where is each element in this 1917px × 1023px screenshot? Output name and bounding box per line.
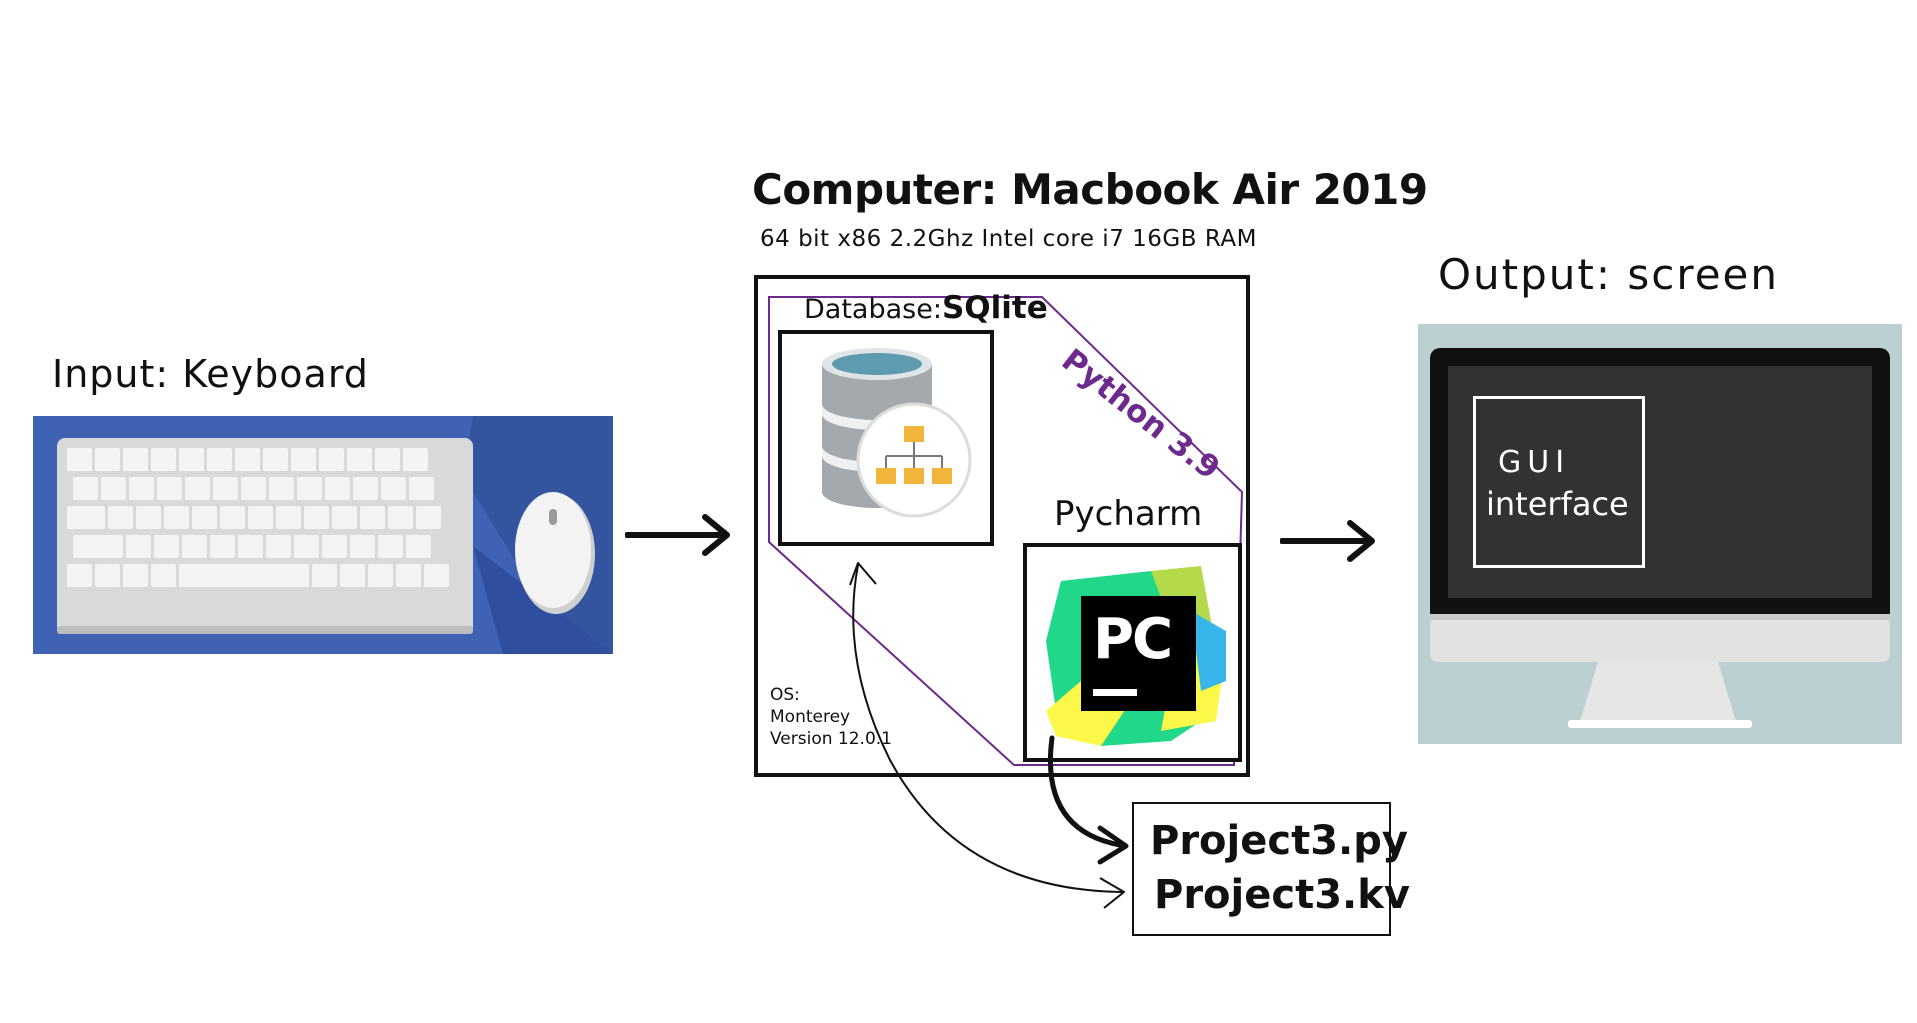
arrow-input-to-computer [625, 512, 735, 558]
database-name: SQlite [941, 290, 1048, 326]
keyboard-key [220, 506, 245, 529]
monitor-panel: GUI interface [1418, 324, 1902, 744]
keyboard-key [294, 535, 319, 558]
file-project3-kv: Project3.kv [1154, 872, 1410, 918]
keyboard-key [368, 564, 393, 587]
keyboard-key [276, 506, 301, 529]
keyboard-key [67, 564, 92, 587]
keyboard-key [67, 506, 105, 529]
keyboard-image [57, 438, 473, 634]
computer-box [754, 275, 1250, 777]
keyboard-key [416, 506, 441, 529]
keyboard-key [95, 564, 120, 587]
gui-text-line-1: GUI [1498, 445, 1571, 480]
keyboard-key [123, 448, 148, 471]
keyboard-key [192, 506, 217, 529]
keyboard-key [126, 535, 151, 558]
keyboard-key [350, 535, 375, 558]
os-label: OS: Monterey Version 12.0.1 [770, 684, 892, 750]
keyboard-key [73, 535, 123, 558]
arrow-computer-to-output [1280, 518, 1380, 564]
keyboard-key [136, 506, 161, 529]
keyboard-key [353, 477, 378, 500]
keyboard-key [406, 535, 431, 558]
database-label-prefix: Database: [804, 294, 942, 325]
keyboard-key [396, 564, 421, 587]
os-line-3: Version 12.0.1 [770, 729, 892, 749]
input-label: Input: Keyboard [52, 352, 369, 396]
keyboard-key [129, 477, 154, 500]
keyboard-key [409, 477, 434, 500]
keyboard-key [347, 448, 372, 471]
files-box: Project3.py Project3.kv [1132, 802, 1410, 936]
keyboard-key [325, 477, 350, 500]
keyboard-key [157, 477, 182, 500]
keyboard-key [266, 535, 291, 558]
os-line-1: OS: [770, 685, 800, 705]
database-icon [822, 348, 972, 518]
keyboard-key [340, 564, 365, 587]
keyboard-key [73, 477, 98, 500]
keyboard-key [207, 448, 232, 471]
file-project3-py: Project3.py [1150, 818, 1408, 864]
keyboard-key [213, 477, 238, 500]
keyboard-key [179, 564, 309, 587]
keyboard-key [182, 535, 207, 558]
keyboard-key [304, 506, 329, 529]
keyboard-key [95, 448, 120, 471]
python-boundary [764, 292, 1254, 772]
computer-title: Computer: Macbook Air 2019 [752, 165, 1428, 214]
keyboard-key [151, 448, 176, 471]
keyboard-key [151, 564, 176, 587]
keyboard-key [312, 564, 337, 587]
os-line-2: Monterey [770, 707, 851, 727]
keyboard-panel [33, 416, 613, 654]
monitor-image [1418, 324, 1902, 744]
database-label: Database:SQlite [804, 290, 1048, 326]
keyboard-key [291, 448, 316, 471]
keyboard-key [238, 535, 263, 558]
pycharm-logo-text: PC [1093, 607, 1173, 672]
keyboard-key [248, 506, 273, 529]
keyboard-key [108, 506, 133, 529]
pycharm-logo [1046, 566, 1226, 746]
keyboard-key [185, 477, 210, 500]
keyboard-key [164, 506, 189, 529]
keyboard-key [101, 477, 126, 500]
keyboard-key [241, 477, 266, 500]
computer-specs: 64 bit x86 2.2Ghz Intel core i7 16GB RAM [760, 226, 1257, 252]
keyboard-key [360, 506, 385, 529]
gui-box: GUI interface [1473, 396, 1645, 568]
mouse-image [515, 492, 595, 614]
keyboard-key [123, 564, 148, 587]
keyboard-key [154, 535, 179, 558]
keyboard-key [332, 506, 357, 529]
keyboard-key [424, 564, 449, 587]
keyboard-key [263, 448, 288, 471]
gui-text-line-2: interface [1486, 485, 1629, 523]
keyboard-key [322, 535, 347, 558]
output-label: Output: screen [1438, 250, 1780, 299]
keyboard-key [319, 448, 344, 471]
keyboard-key [297, 477, 322, 500]
keyboard-key [67, 448, 92, 471]
keyboard-key [388, 506, 413, 529]
keyboard-key [403, 448, 428, 471]
keyboard-key [269, 477, 294, 500]
keyboard-key [381, 477, 406, 500]
keyboard-key [375, 448, 400, 471]
keyboard-key [179, 448, 204, 471]
keyboard-key [235, 448, 260, 471]
keyboard-key [378, 535, 403, 558]
pycharm-box: PC [1023, 543, 1242, 762]
database-box [778, 330, 994, 546]
pycharm-label: Pycharm [1054, 494, 1203, 534]
keyboard-key [210, 535, 235, 558]
